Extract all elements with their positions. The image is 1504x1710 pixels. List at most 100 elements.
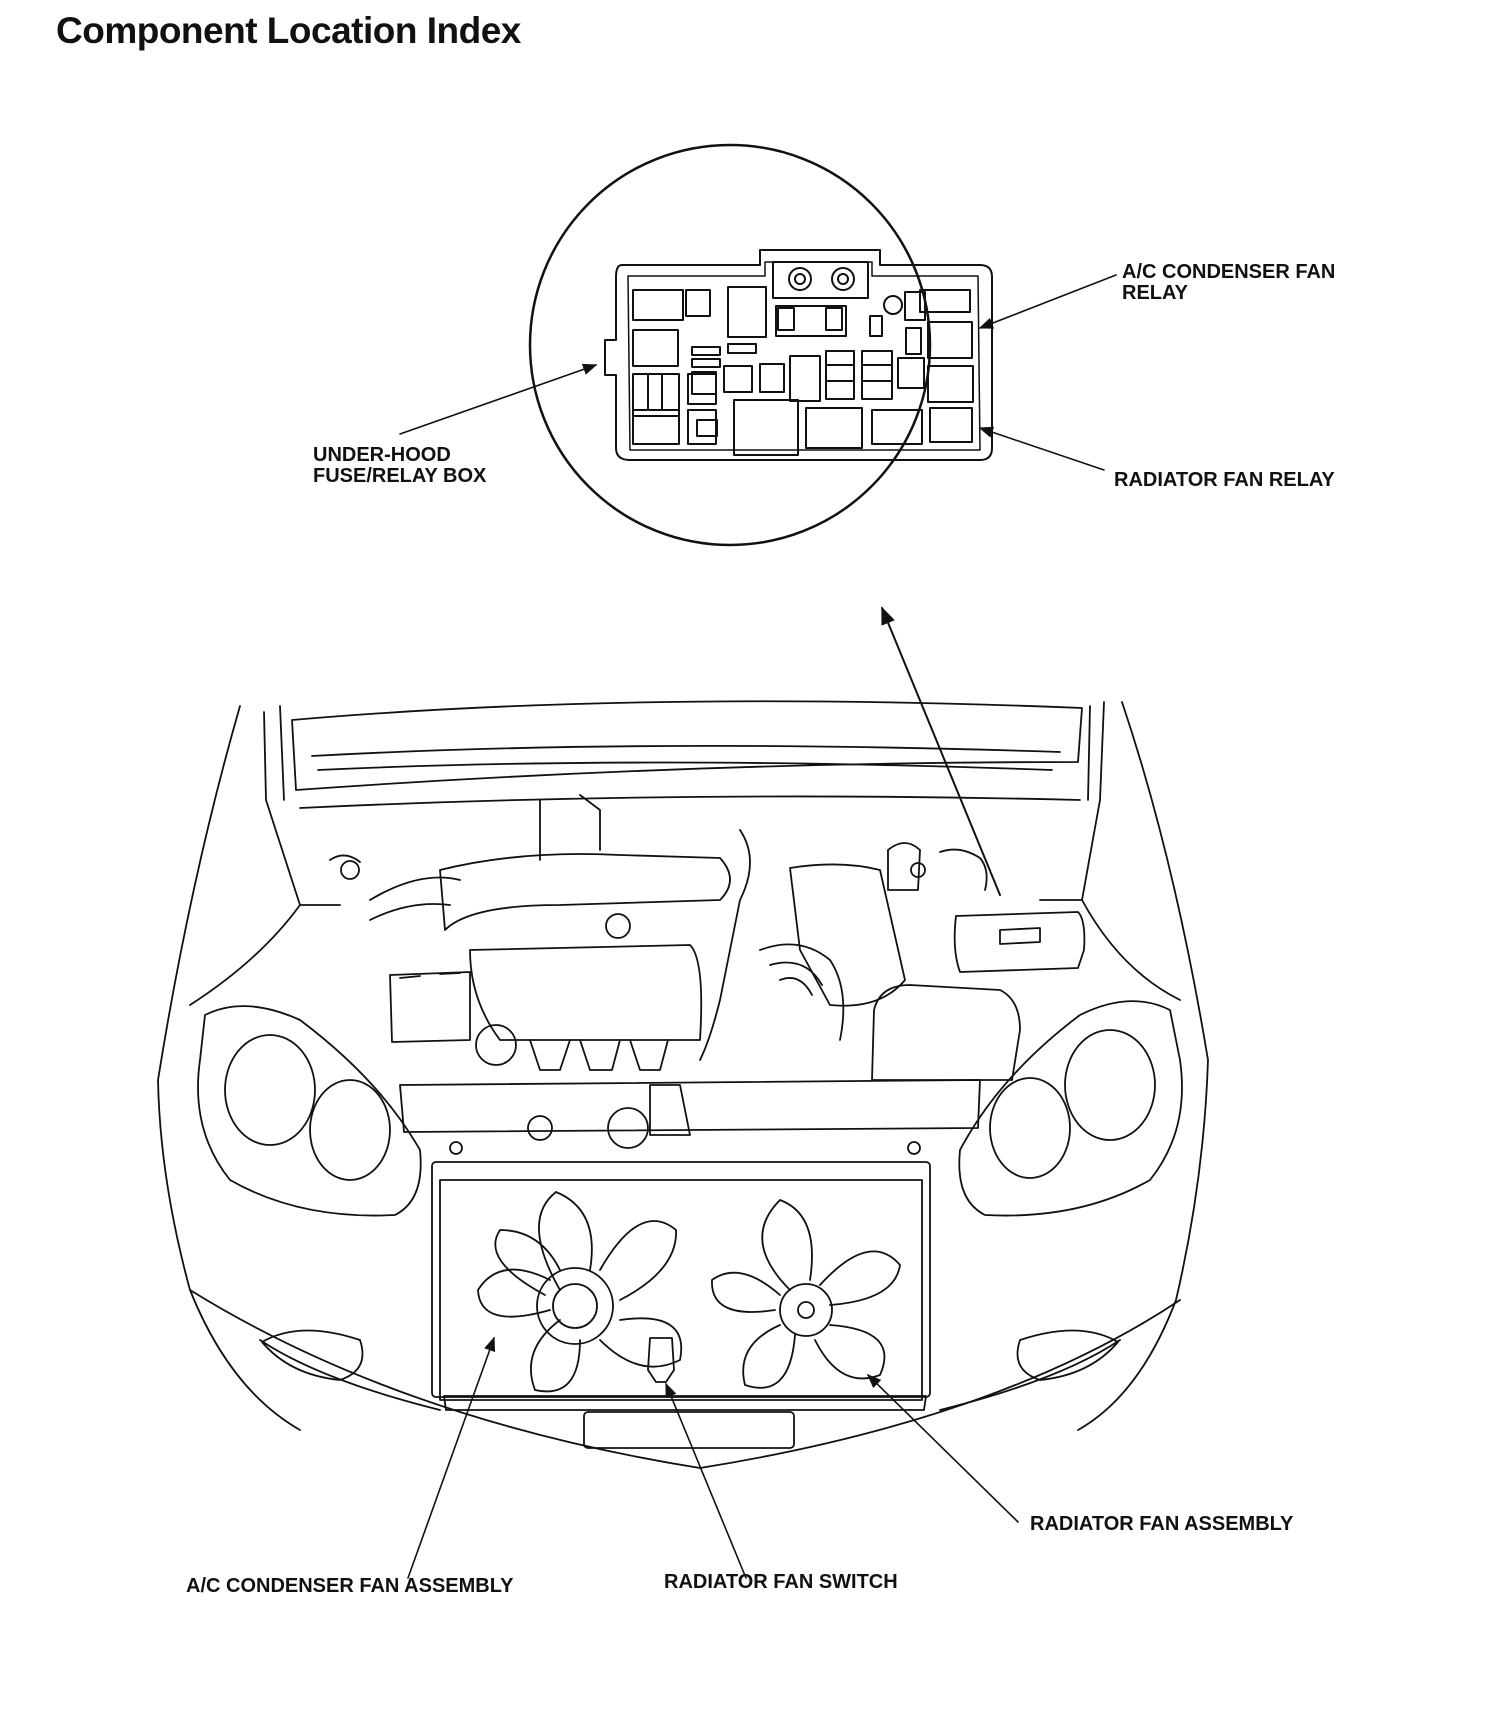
main-fuse-block [773,262,868,298]
washer-cap [528,1116,552,1140]
fuse-slot [790,356,820,401]
fan-blade [820,1251,900,1305]
distributor-cap [476,1025,516,1065]
fan-blade [815,1325,884,1378]
label-line: RADIATOR FAN ASSEMBLY [1030,1513,1294,1535]
air-duct-hose [760,944,843,1040]
label-line: RADIATOR FAN SWITCH [664,1571,898,1593]
headlight-left [198,1006,421,1215]
label-ac-condenser-fan-relay: A/C CONDENSER FAN RELAY [1122,262,1335,304]
headlight-right-lens-inner [990,1078,1070,1178]
fan-blade [539,1192,592,1290]
mini-fuse [692,359,720,367]
fuse-slot [862,351,892,399]
leader-box-location [882,606,1000,895]
hood-inner-brace [312,746,1060,770]
radiator-mount-bolt [908,1142,920,1154]
intake-manifold [440,854,730,930]
radiator-shroud [432,1162,930,1397]
hood-hinge-right [1082,702,1104,900]
inset-leaders [400,275,1116,895]
mini-fuse [692,347,720,355]
radiator-fan-switch [648,1338,674,1382]
relay-slot [928,366,973,402]
fog-light-right [1018,1330,1119,1380]
page-title: Component Location Index [56,10,521,51]
left-fender [190,905,340,1005]
inset-circle [530,145,930,545]
valve-cover [470,945,701,1040]
mini-fuse [728,344,756,353]
terminal-nut-left [789,268,811,290]
fuse-box-outline [605,250,992,460]
mini-fuse [778,308,794,330]
cylinder-bank [530,1040,668,1070]
coolant-reservoir [872,985,1020,1080]
fuse-relay-box-detail [605,250,992,460]
fog-light-left [262,1330,363,1380]
maxi-fuse [872,410,922,444]
headlight-right-housing [959,1001,1182,1215]
radiator-support [400,1080,980,1132]
fan-blade [531,1320,580,1391]
label-radiator-fan-relay: RADIATOR FAN RELAY [1114,470,1335,491]
headlight-right-lens [1065,1030,1155,1140]
relay-slot [776,306,846,336]
radiator-fan [712,1200,900,1388]
fuse-slot [905,292,925,320]
engine [330,795,1084,1080]
fan-blade [762,1200,812,1290]
license-plate-mount [584,1412,794,1448]
fuse-slot [760,364,784,392]
radiator-core [440,1180,922,1400]
fuse-slot [826,351,854,399]
inset-magnifier [530,145,992,545]
fuse-slot [692,372,716,394]
fuse-slot [724,366,752,392]
radiator-cap [608,1108,648,1148]
lower-leaders [408,1336,1018,1578]
label-ac-condenser-fan-assembly: A/C CONDENSER FAN ASSEMBLY [186,1576,513,1597]
leader-radiator-fan-relay [978,426,1104,470]
under-hood-fuse-relay-box [955,912,1085,972]
fuse-slot [686,290,710,316]
fuse-box-lid-detail [1000,928,1040,944]
relay-slot [920,290,970,312]
fan-blade [600,1221,676,1300]
fuse-slot [688,410,716,444]
vehicle-front [158,701,1208,1468]
leader-under-hood-box [400,363,598,434]
fuse-slot [697,420,717,436]
hoses [370,830,750,1060]
leader-radiator-fan-assembly [866,1373,1018,1522]
fuse-box-inner [628,262,980,450]
terminal-nut-right-core [838,274,848,284]
fuse-slot [870,316,882,336]
label-under-hood-fuse-relay-box: UNDER-HOOD FUSE/RELAY BOX [313,445,486,487]
engine-bay-misc [330,795,987,890]
mini-fuse [826,308,842,330]
relay-slot [728,287,766,337]
intake-tube [790,864,905,1005]
relay-slot [633,410,679,444]
relay-slot [633,330,678,366]
terminal-nut-left-core [795,274,805,284]
leader-ac-condenser-fan-assembly [408,1336,496,1578]
hood-latch [650,1085,690,1135]
brake-reservoir [888,843,920,890]
body-left-side [158,706,300,1430]
leader-radiator-fan-switch [666,1382,746,1578]
terminal-nut-right [832,268,854,290]
fan-blade [478,1270,550,1317]
radiator-fan-relay-slot [930,408,972,442]
oil-filler-cap [606,914,630,938]
fan-hub [780,1284,832,1336]
relay-slot [633,290,683,320]
headlight-left-lens-inner [310,1080,390,1180]
radiator-mount-bolt [450,1142,462,1154]
relay-terminal [884,296,902,314]
relay-slot [633,374,679,416]
fan-blade [743,1325,795,1388]
right-fender [1040,900,1180,1000]
